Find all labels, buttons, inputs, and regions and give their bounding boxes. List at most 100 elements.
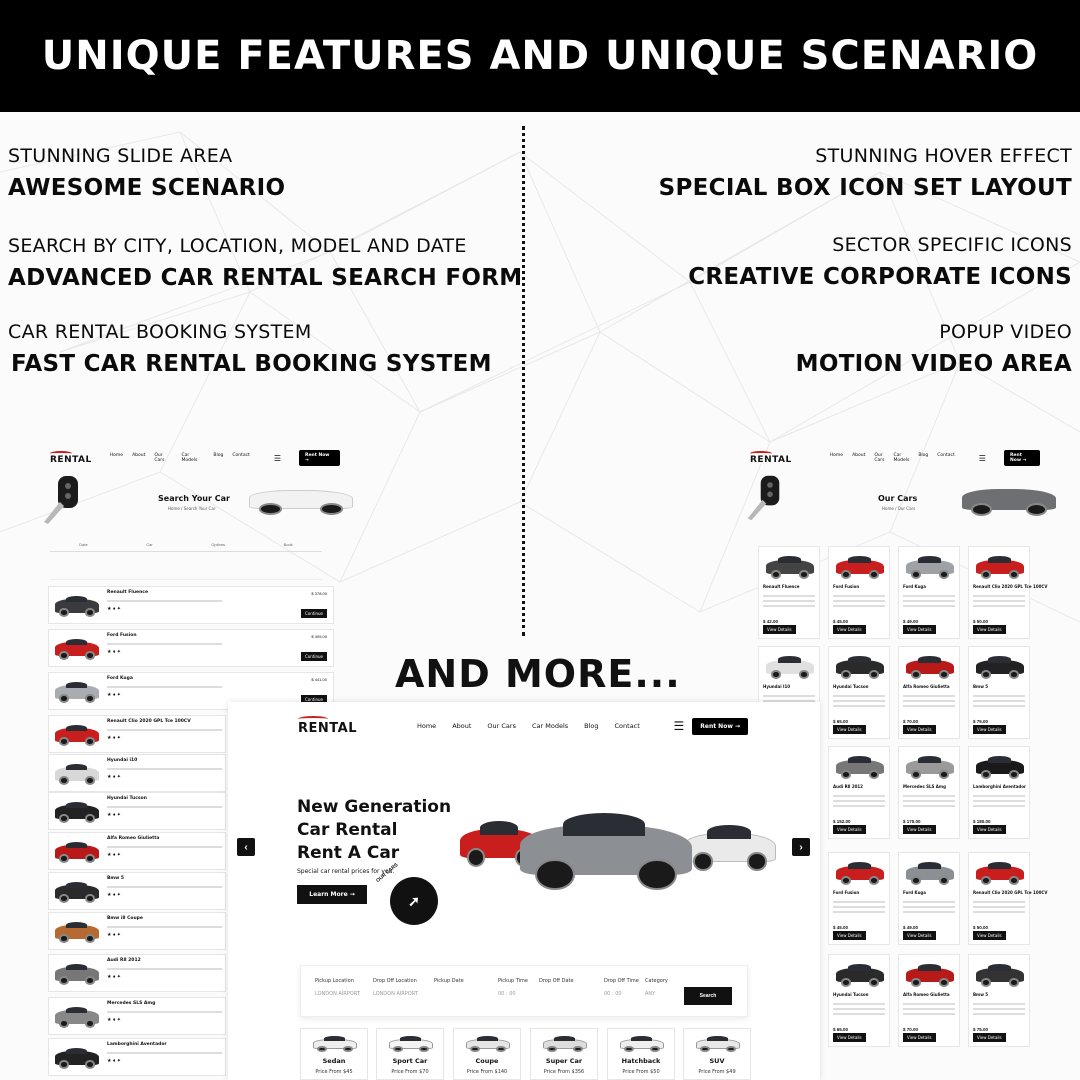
- view-details-button[interactable]: View Details: [833, 725, 866, 734]
- step-date[interactable]: Date: [79, 542, 88, 547]
- step-car[interactable]: Car: [146, 542, 153, 547]
- continue-button[interactable]: Continue: [301, 695, 327, 704]
- car-description: [107, 600, 222, 602]
- step-book[interactable]: Book: [283, 542, 293, 547]
- nav-our-cars[interactable]: Our Cars: [874, 453, 885, 463]
- view-details-button[interactable]: View Details: [973, 725, 1006, 734]
- menu-icon[interactable]: ☰: [978, 453, 986, 463]
- nav-car-models[interactable]: Car Models: [181, 453, 198, 463]
- view-details-button[interactable]: View Details: [833, 1033, 866, 1042]
- nav-car-models[interactable]: Car Models: [893, 453, 910, 463]
- rent-now-button[interactable]: Rent Now →: [1003, 450, 1040, 466]
- feature-subtitle: SECTOR SPECIFIC ICONS: [832, 234, 1072, 256]
- car-list-row[interactable]: Bmw 5★ ♦ ✦: [48, 872, 226, 910]
- view-details-button[interactable]: View Details: [903, 825, 936, 834]
- menu-icon[interactable]: ☰: [273, 453, 281, 463]
- nav-contact[interactable]: Contact: [937, 453, 955, 458]
- nav-about[interactable]: About: [132, 453, 146, 458]
- our-cars-circle-badge[interactable]: ➚: [390, 877, 438, 925]
- view-details-button[interactable]: View Details: [903, 625, 936, 634]
- view-details-button[interactable]: View Details: [903, 725, 936, 734]
- car-list-row[interactable]: Audi R8 2012★ ♦ ✦: [48, 954, 226, 992]
- our-cars-page-preview: RENTAL Home About Our Cars Car Models Bl…: [744, 442, 1080, 1080]
- car-list-row[interactable]: Mercedes SLS Amg★ ♦ ✦: [48, 997, 226, 1035]
- view-details-button[interactable]: View Details: [833, 931, 866, 940]
- continue-button[interactable]: Continue: [301, 652, 327, 661]
- nav-about[interactable]: About: [452, 722, 472, 730]
- view-details-button[interactable]: View Details: [903, 1033, 936, 1042]
- prev-slide-arrow[interactable]: ‹: [237, 838, 255, 856]
- car-list-row[interactable]: Hyundai i10★ ♦ ✦: [48, 754, 226, 792]
- nav-home[interactable]: Home: [829, 453, 844, 458]
- search-button[interactable]: Search: [684, 987, 732, 1005]
- car-list-row[interactable]: Bmw i8 Coupe★ ♦ ✦: [48, 912, 226, 950]
- car-list-row[interactable]: Renault Clio 2020 GPL Tce 100CV★ ♦ ✦: [48, 715, 226, 753]
- menu-icon[interactable]: ☰: [673, 719, 685, 733]
- nav-contact[interactable]: Contact: [232, 453, 250, 458]
- car-list-row[interactable]: Hyundai Tucson★ ♦ ✦: [48, 792, 226, 830]
- nav-home[interactable]: Home: [109, 453, 124, 458]
- view-details-button[interactable]: View Details: [833, 625, 866, 634]
- view-details-button[interactable]: View Details: [763, 625, 796, 634]
- nav-car-models[interactable]: Car Models: [531, 722, 569, 730]
- view-details-button[interactable]: View Details: [973, 825, 1006, 834]
- view-details-button[interactable]: View Details: [833, 825, 866, 834]
- description-line: [903, 695, 955, 697]
- car-list-row[interactable]: Alfa Romeo Giulietta★ ♦ ✦: [48, 832, 226, 870]
- next-slide-arrow[interactable]: ›: [792, 838, 810, 856]
- view-details-button[interactable]: View Details: [973, 931, 1006, 940]
- continue-button[interactable]: Continue: [301, 609, 327, 618]
- pickup-summary: [50, 556, 322, 580]
- rent-now-button[interactable]: Rent Now →: [692, 717, 748, 735]
- nav-our-cars[interactable]: Our Cars: [154, 453, 165, 463]
- search-field-input[interactable]: LONDON AIRPORT: [315, 991, 360, 997]
- search-field-input[interactable]: LONDON AIRPORT: [373, 991, 418, 997]
- view-details-button[interactable]: View Details: [973, 625, 1006, 634]
- nav-blog[interactable]: Blog: [918, 453, 929, 458]
- search-field-input[interactable]: 00 : 00: [604, 991, 622, 997]
- nav-about[interactable]: About: [852, 453, 866, 458]
- nav-contact[interactable]: Contact: [614, 722, 640, 730]
- nav-home[interactable]: Home: [416, 722, 437, 730]
- site-logo[interactable]: RENTAL: [50, 451, 92, 465]
- step-options[interactable]: Options: [211, 542, 226, 547]
- site-logo[interactable]: RENTAL: [750, 451, 792, 465]
- description-line: [903, 800, 955, 802]
- rent-now-button[interactable]: Rent Now →: [299, 450, 340, 466]
- learn-more-button[interactable]: Learn More →: [297, 885, 367, 904]
- nav-our-cars[interactable]: Our Cars: [487, 722, 516, 730]
- view-details-button[interactable]: View Details: [903, 931, 936, 940]
- search-field-input[interactable]: 00 : 00: [498, 991, 516, 997]
- nav-blog[interactable]: Blog: [584, 722, 599, 730]
- view-details-button[interactable]: View Details: [973, 1033, 1006, 1042]
- car-list-row[interactable]: Lamborghini Aventador★ ♦ ✦: [48, 1038, 226, 1076]
- nav-blog[interactable]: Blog: [213, 453, 224, 458]
- search-field-input[interactable]: ANY: [645, 991, 656, 997]
- site-logo[interactable]: RENTAL: [298, 716, 357, 736]
